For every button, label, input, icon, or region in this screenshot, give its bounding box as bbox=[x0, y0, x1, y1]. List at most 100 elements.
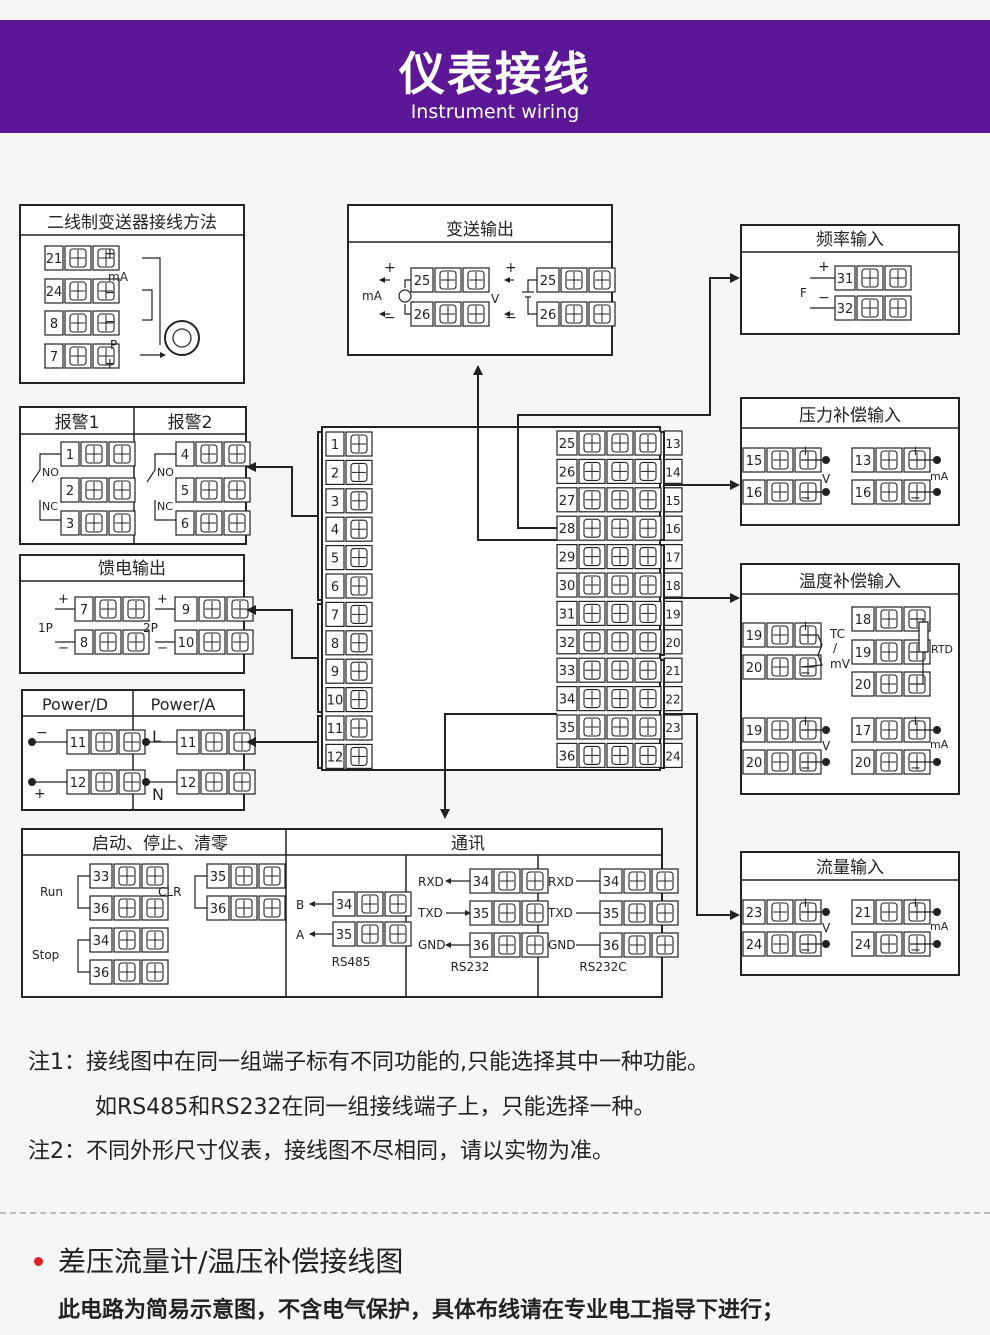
center-left-terminal-2-cell bbox=[325, 459, 345, 485]
transmit-ma-terminal-26: 26 bbox=[410, 301, 490, 327]
temp-rtd-terminal-20-cell bbox=[851, 671, 875, 697]
freq-terminal-31-screw bbox=[861, 268, 879, 288]
temp-v: V bbox=[822, 739, 831, 753]
feed-terminal-9: 9 bbox=[174, 596, 254, 622]
alarm1-terminal-3-screw bbox=[113, 513, 131, 533]
box-two-wire-title: 二线制变送器接线方法 bbox=[47, 213, 217, 233]
pressure-transmitter-core bbox=[172, 328, 192, 348]
pressure-ma-minus: − bbox=[910, 491, 921, 506]
rs232-terminal-34-screw bbox=[526, 871, 544, 891]
center-right-terminal-25-screw bbox=[583, 433, 601, 453]
center-right-terminal-17-screw bbox=[611, 547, 629, 567]
rs232-terminal-36: 36 bbox=[469, 932, 549, 958]
box-freq-title: 频率输入 bbox=[816, 230, 884, 250]
center-right-terminal-26-number: 26 bbox=[559, 465, 576, 480]
rs485-terminal-35-number: 35 bbox=[336, 928, 353, 943]
alarm2-terminal-5-cell bbox=[175, 477, 195, 503]
center-right-terminal-17-screw bbox=[639, 547, 657, 567]
two-wire-terminal-8: 8 bbox=[44, 310, 120, 336]
feed2-plus: + bbox=[157, 592, 168, 607]
rs485-label: RS485 bbox=[332, 955, 371, 969]
center-right-terminal-23-number: 23 bbox=[665, 721, 680, 735]
start-run-terminal-33-screw bbox=[146, 866, 164, 886]
alarm2-terminal-6-screw bbox=[228, 513, 246, 533]
feed-terminal-7-screw bbox=[127, 599, 145, 619]
terminal-dot bbox=[933, 940, 941, 948]
power-a-terminal-11-screw bbox=[205, 732, 223, 752]
center-right-terminal-18-screw bbox=[611, 575, 629, 595]
center-right-terminal-35-screw bbox=[583, 717, 601, 737]
center-right-terminal-25-cell bbox=[556, 430, 578, 456]
box-flow-title: 流量输入 bbox=[816, 858, 884, 878]
alarm1-title: 报警1 bbox=[55, 413, 100, 433]
center-right-terminal-30-screw bbox=[583, 575, 601, 595]
center-right-terminal-35-number: 35 bbox=[559, 721, 576, 736]
center-right-terminal-22-screw bbox=[639, 689, 657, 709]
rs232c-terminal-35-screw bbox=[628, 903, 646, 923]
center-right-terminal-33-number: 33 bbox=[559, 664, 576, 679]
temp-rtd-terminal-19-number: 19 bbox=[855, 646, 872, 661]
alarm1-switch bbox=[31, 453, 61, 483]
two-wire-ma: mA bbox=[108, 270, 129, 284]
center-left-terminal-9-number: 9 bbox=[331, 665, 339, 680]
transmit-ma-terminal-26-screw bbox=[439, 304, 457, 324]
alarm2-nc: NC bbox=[157, 500, 173, 513]
start-run-terminal-33: 33 bbox=[89, 863, 169, 889]
alarm1-terminal-3-number: 3 bbox=[66, 517, 74, 532]
two-wire-terminal-8-cell bbox=[44, 310, 64, 336]
center-left-terminal-11-screw bbox=[350, 718, 368, 738]
temp-tc: TC bbox=[829, 627, 845, 641]
start-clr-terminal-36-number: 36 bbox=[210, 902, 227, 917]
center-left-terminal-5-screw bbox=[350, 548, 368, 568]
freq-terminal-32: 32 bbox=[834, 295, 912, 321]
flow-ma-terminal-21-cell bbox=[851, 899, 875, 925]
flow-ma-minus: − bbox=[910, 943, 921, 958]
center-right-terminal-25: 25 bbox=[556, 430, 606, 456]
section-divider bbox=[0, 1212, 990, 1214]
freq-minus: − bbox=[818, 290, 830, 306]
flow-v-terminal-23-number: 23 bbox=[746, 906, 763, 921]
center-right-terminal-24: 24 bbox=[606, 742, 683, 769]
temp-tc-terminal-20-number: 20 bbox=[746, 661, 763, 676]
start-run-terminal-33-screw bbox=[118, 866, 136, 886]
transmit-ma-plus: + bbox=[384, 260, 396, 276]
center-right-terminal-33: 33 bbox=[556, 657, 606, 683]
power-a-terminal-11: 11 bbox=[176, 729, 256, 755]
freq-terminal-31-screw bbox=[889, 268, 907, 288]
center-right-terminal-19-number: 19 bbox=[665, 607, 680, 621]
pressure-v-terminal-15-screw bbox=[771, 450, 789, 470]
rs232-txd: TXD bbox=[417, 906, 443, 920]
power-d-terminal-12: 12 bbox=[66, 769, 146, 795]
center-right-terminal-27-cell bbox=[556, 487, 578, 513]
two-wire-lead bbox=[142, 289, 153, 321]
flow-v-minus: − bbox=[800, 943, 811, 958]
center-left-terminal-10-cell bbox=[325, 686, 345, 713]
alarm2-terminal-5-screw bbox=[228, 480, 246, 500]
power-d-title: Power/D bbox=[42, 695, 108, 714]
rs232c-terminal-35: 35 bbox=[599, 900, 679, 926]
flow-ma: mA bbox=[930, 920, 949, 933]
alarm1-terminal-2: 2 bbox=[60, 477, 136, 503]
rs485-terminal-35: 35 bbox=[332, 921, 412, 947]
alarm1-lead bbox=[39, 500, 61, 521]
center-left-terminal-7-number: 7 bbox=[331, 608, 339, 623]
alarm1-terminal-3-screw bbox=[85, 513, 103, 533]
rs232-terminal-35-screw bbox=[526, 903, 544, 923]
flow-v-terminal-24-screw bbox=[771, 934, 789, 954]
center-right-terminal-20: 20 bbox=[606, 629, 683, 655]
center-right-terminal-35: 35 bbox=[556, 714, 606, 740]
power-a-terminal-12-screw bbox=[233, 772, 251, 792]
instrument-body bbox=[321, 426, 661, 771]
temp-v-minus: − bbox=[800, 761, 811, 776]
center-right-terminal-19-screw bbox=[611, 603, 629, 623]
transmit-v-terminal-25: 25 bbox=[536, 267, 616, 293]
feed-terminal-7-number: 7 bbox=[80, 603, 88, 618]
temp-rtd: RTD bbox=[931, 643, 953, 656]
center-right-terminal-36-number: 36 bbox=[559, 749, 576, 764]
temp-rtd-terminal-20: 20 bbox=[851, 671, 931, 697]
rs485-terminal-34-screw bbox=[389, 894, 407, 914]
center-right-terminal-14-number: 14 bbox=[665, 465, 680, 479]
rs232c-terminal-36-number: 36 bbox=[603, 939, 620, 954]
pressure-v-terminal-15-number: 15 bbox=[746, 454, 763, 469]
pressure-ma-terminal-13-screw bbox=[880, 450, 898, 470]
